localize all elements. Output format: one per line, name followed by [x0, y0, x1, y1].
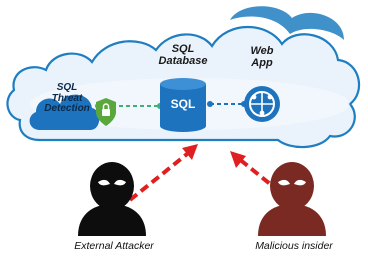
shield-lock-icon — [96, 98, 116, 126]
web-app-label: Web App — [242, 45, 282, 69]
malicious-insider-label: Malicious insider — [255, 240, 333, 252]
sql-database-line2: Database — [158, 54, 208, 67]
attack-arrow-insider — [230, 151, 282, 194]
attacker-silhouette-icon — [78, 162, 146, 236]
sql-badge: SQL — [170, 97, 196, 111]
web-app-line1: Web — [250, 45, 274, 57]
web-app-globe-icon — [244, 86, 280, 122]
threat-detection-cloud — [29, 94, 116, 130]
threat-detection-line3: Detection — [44, 103, 90, 114]
threat-detection-label: SQL Threat Detection — [40, 82, 94, 115]
sql-database-line1: SQL — [171, 43, 195, 55]
sql-database-label: SQL Database — [154, 43, 212, 67]
web-app-line2: App — [251, 56, 273, 69]
threat-detection-line1: SQL — [56, 82, 78, 93]
attack-arrow-external — [128, 144, 198, 202]
insider-silhouette-icon — [258, 162, 326, 236]
external-attacker-label: External Attacker — [74, 240, 154, 252]
database-cylinder-icon — [160, 78, 206, 132]
threat-detection-line2: Threat — [51, 92, 83, 104]
connector-dot — [207, 101, 213, 107]
